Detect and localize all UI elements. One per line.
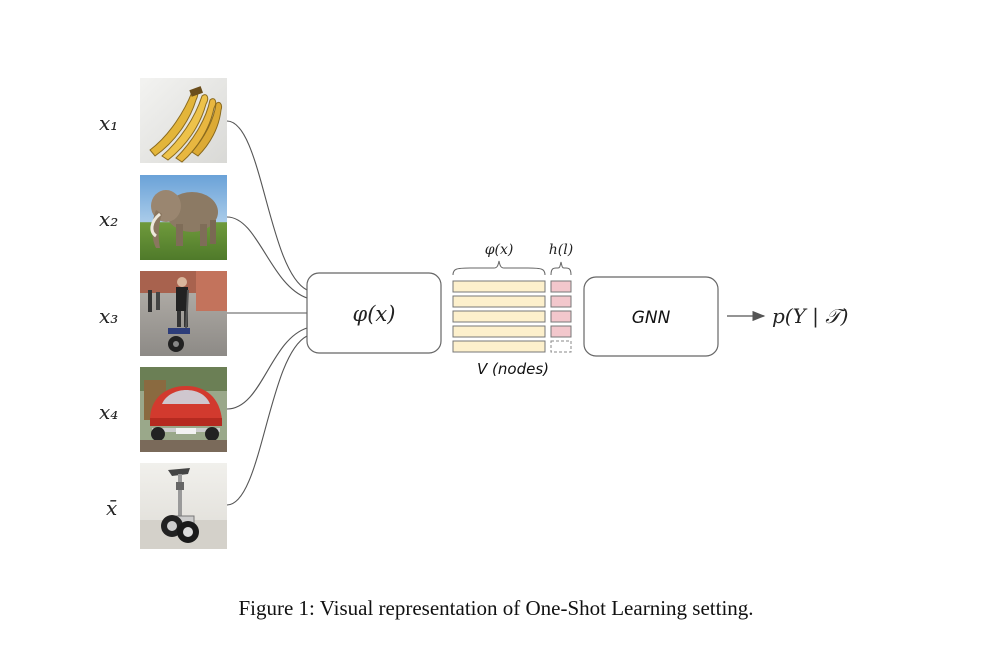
connector-x2 xyxy=(226,216,308,299)
node-feature-5 xyxy=(452,340,546,353)
input-label-x2: x₂ xyxy=(99,207,118,231)
input-label-x1: x₁ xyxy=(99,111,118,135)
input-label-xbar: x̄ xyxy=(106,496,117,520)
node-label-unknown xyxy=(550,340,572,353)
gnn-label: GNN xyxy=(632,308,671,328)
connector-xbar xyxy=(226,335,308,506)
node-label-3 xyxy=(550,310,572,323)
connector-x4 xyxy=(226,327,308,410)
node-feature-1 xyxy=(452,280,546,293)
red-beetle-car-image xyxy=(140,367,227,452)
node-label-1 xyxy=(550,280,572,293)
feature-brace-label: φ(x) xyxy=(485,242,514,258)
connector-x1 xyxy=(226,120,308,291)
feature-brace xyxy=(452,260,546,276)
node-feature-4 xyxy=(452,325,546,338)
node-feature-3 xyxy=(452,310,546,323)
label-brace-label: h(l) xyxy=(549,242,573,258)
figure-caption: Figure 1: Visual representation of One-S… xyxy=(238,596,754,620)
segway-rider-image xyxy=(140,271,227,356)
nodes-label: V (nodes) xyxy=(477,360,549,378)
gnn-box xyxy=(583,276,719,357)
input-label-x4: x₄ xyxy=(99,400,118,424)
output-label: p(Y | 𝒯) xyxy=(772,304,848,329)
node-label-2 xyxy=(550,295,572,308)
image-connectors xyxy=(226,120,308,506)
segway-image xyxy=(140,463,227,549)
node-vectors xyxy=(452,280,572,353)
node-label-4 xyxy=(550,325,572,338)
banana-image xyxy=(140,78,227,163)
elephant-image xyxy=(140,175,227,260)
label-brace xyxy=(550,261,572,276)
embedding-box-label: φ(x) xyxy=(353,302,396,326)
node-feature-2 xyxy=(452,295,546,308)
input-label-x3: x₃ xyxy=(99,304,118,328)
embedding-box xyxy=(306,272,442,354)
